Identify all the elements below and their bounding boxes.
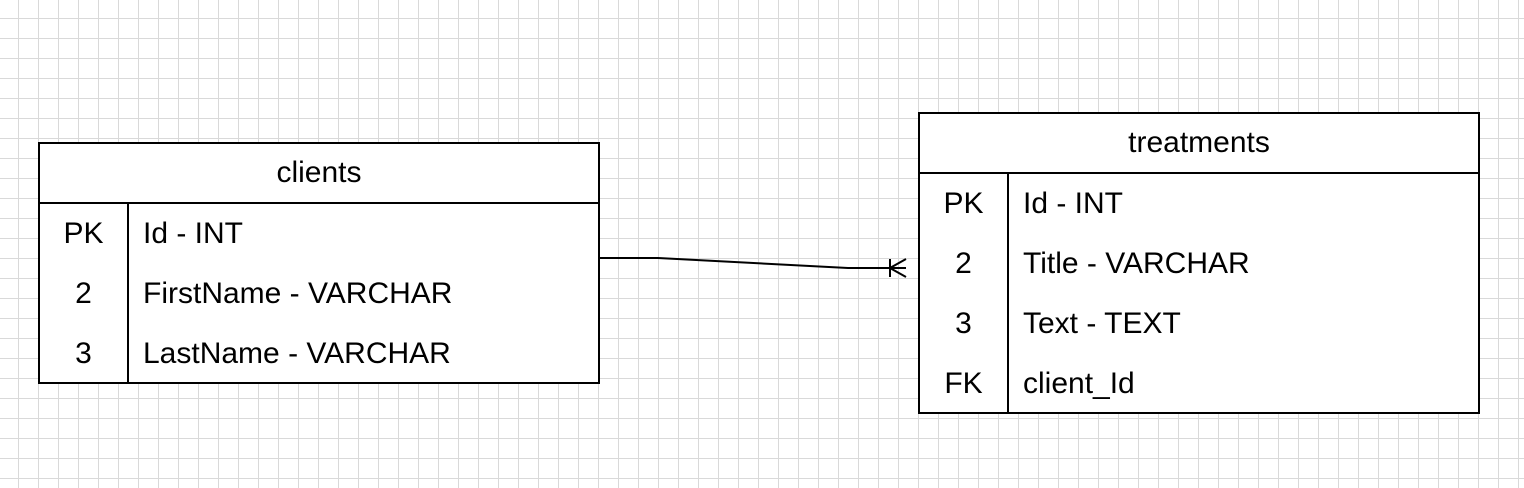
treatments-entity-table[interactable]: treatments PK Id - INT 2 Title - VARCHAR… <box>918 112 1480 414</box>
attribute-row[interactable]: PK Id - INT <box>40 204 598 264</box>
attribute-key: PK <box>63 217 104 250</box>
entity-attributes: PK Id - INT 2 FirstName - VARCHAR 3 Last… <box>40 204 598 384</box>
entity-title: clients <box>40 144 598 204</box>
attribute-row[interactable]: 3 Text - TEXT <box>920 294 1478 354</box>
attribute-name: Title - VARCHAR <box>1023 247 1250 280</box>
attribute-key: 3 <box>75 337 92 370</box>
attribute-key: 3 <box>955 307 972 340</box>
attribute-key: FK <box>944 367 983 400</box>
attribute-name: Id - INT <box>1023 187 1124 220</box>
attribute-name: Text - TEXT <box>1023 307 1181 340</box>
attribute-row[interactable]: PK Id - INT <box>920 174 1478 234</box>
attribute-row[interactable]: 2 Title - VARCHAR <box>920 234 1478 294</box>
entity-title: treatments <box>920 114 1478 174</box>
entity-attributes: PK Id - INT 2 Title - VARCHAR 3 Text - T… <box>920 174 1478 414</box>
attribute-row[interactable]: FK client_Id <box>920 354 1478 414</box>
attribute-key: PK <box>943 187 984 220</box>
attribute-row[interactable]: 2 FirstName - VARCHAR <box>40 264 598 324</box>
attribute-name: Id - INT <box>143 217 244 250</box>
clients-entity-table[interactable]: clients PK Id - INT 2 FirstName - VARCHA… <box>38 142 600 384</box>
crowfoot-many-mark <box>887 258 907 278</box>
attribute-name: FirstName - VARCHAR <box>143 277 453 310</box>
attribute-name: LastName - VARCHAR <box>143 337 451 370</box>
relationship-line[interactable] <box>600 257 906 269</box>
attribute-key: 2 <box>955 247 972 280</box>
attribute-name: client_Id <box>1023 367 1135 400</box>
attribute-key: 2 <box>75 277 92 310</box>
attribute-row[interactable]: 3 LastName - VARCHAR <box>40 324 598 384</box>
